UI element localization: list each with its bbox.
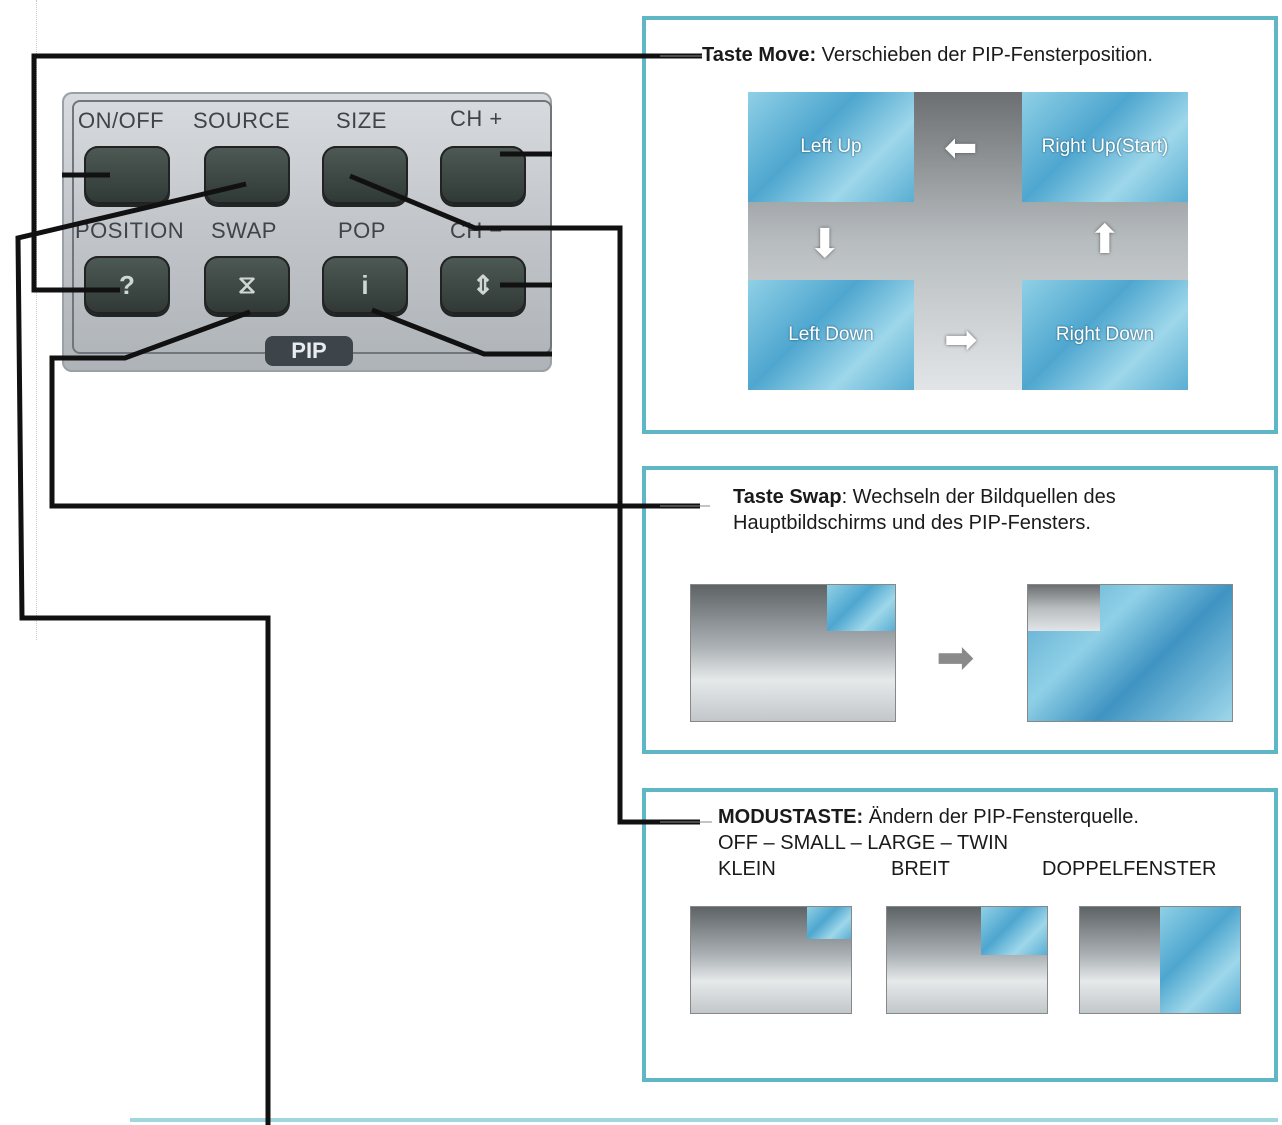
next-panel-edge (130, 1118, 1278, 1122)
mode-twin-thumbnail (1079, 906, 1241, 1014)
connector-swap-to-swap-panel (49, 309, 700, 509)
swap-after-thumbnail (1027, 584, 1233, 722)
arrow-right-icon: ➡ (944, 318, 978, 362)
mode-large-pip (981, 907, 1047, 955)
swap-button[interactable]: ⧖ (204, 256, 290, 314)
mode-name-klein: KLEIN (718, 858, 776, 880)
mode-sequence: OFF – SMALL – LARGE – TWIN (718, 832, 1009, 854)
source-button[interactable] (204, 146, 290, 204)
mode-large-thumbnail (886, 906, 1048, 1014)
remote-control-panel (62, 92, 552, 372)
info-icon: i (361, 269, 369, 300)
swap-panel-title-line2: Hauptbildschirms und des PIP-Fensters. (733, 512, 1091, 534)
mode-small-thumbnail (690, 906, 852, 1014)
swap-panel-title: Taste Swap: Wechseln der Bildquellen des (733, 486, 1116, 508)
pip-left-down: Left Down (748, 280, 914, 390)
connector-source-to-bottom (15, 181, 271, 1125)
label-on-off: ON/OFF (78, 108, 165, 133)
question-mark-icon: ? (119, 269, 135, 300)
arrow-left-icon: ⬅ (944, 126, 978, 170)
right-up-label: Right Up(Start) (1041, 136, 1169, 157)
position-button[interactable]: ? (84, 256, 170, 314)
move-panel-title: Taste Move: Verschieben der PIP-Fensterp… (702, 44, 1153, 66)
up-down-arrows-icon: ⇕ (472, 269, 494, 300)
swap-after-pip (1028, 585, 1100, 631)
mode-name-breit: BREIT (891, 858, 950, 880)
pip-badge: PIP (265, 336, 353, 366)
left-up-label: Left Up (800, 136, 862, 157)
left-down-label: Left Down (788, 324, 874, 345)
pop-button[interactable]: i (322, 256, 408, 314)
connector-position-to-move (31, 53, 702, 293)
move-position-diagram: Left Up Right Up(Start) Left Down Right … (748, 92, 1188, 390)
label-pop: POP (338, 218, 386, 243)
label-size: SIZE (336, 108, 387, 133)
swap-arrow-icon: ➡ (936, 631, 975, 683)
swap-before-pip (827, 585, 895, 631)
label-source: SOURCE (193, 108, 291, 133)
swap-arrows-icon: ⧖ (237, 269, 257, 299)
right-down-label: Right Down (1055, 324, 1155, 345)
connector-size-to-mode-panel (349, 173, 700, 825)
swap-before-thumbnail (690, 584, 896, 722)
mode-small-pip (807, 907, 851, 939)
pip-left-up: Left Up (748, 92, 914, 202)
mode-panel-title: MODUSTASTE: Ändern der PIP-Fensterquelle… (718, 806, 1139, 828)
arrow-up-icon: ⬆ (1088, 218, 1122, 262)
label-ch-plus: CH + (450, 106, 503, 131)
ch-minus-button[interactable]: ⇕ (440, 256, 526, 314)
mode-name-doppelfenster: DOPPELFENSTER (1042, 858, 1217, 880)
label-swap: SWAP (211, 218, 277, 243)
arrow-down-icon: ⬇ (808, 222, 842, 266)
pip-right-down: Right Down (1022, 280, 1188, 390)
mode-twin-pip (1160, 907, 1240, 1013)
connector-pop-stub (371, 307, 552, 357)
page-margin-line (36, 0, 37, 640)
pip-right-up: Right Up(Start) (1022, 92, 1188, 202)
